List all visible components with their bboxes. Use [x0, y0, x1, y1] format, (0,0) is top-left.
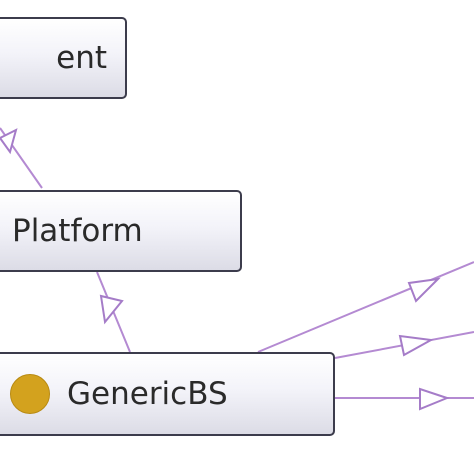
class-node-top[interactable]: ent [0, 17, 127, 99]
class-node-top-label: ent [56, 40, 107, 76]
arrowhead-platform-icon [99, 294, 124, 325]
arrowhead-right-2-icon [398, 334, 435, 357]
class-node-genericbs[interactable]: GenericBS [0, 352, 335, 436]
arrowhead-right-1-icon [407, 277, 441, 303]
individual-dot-icon [10, 374, 50, 414]
class-node-genericbs-label: GenericBS [67, 376, 228, 412]
class-node-platform[interactable]: Platform [0, 190, 242, 272]
arrowhead-top-icon [0, 128, 18, 155]
arrowhead-right-3-icon [419, 387, 450, 411]
class-node-platform-label: Platform [12, 213, 143, 249]
edge-genericbs-right-1 [257, 261, 474, 353]
